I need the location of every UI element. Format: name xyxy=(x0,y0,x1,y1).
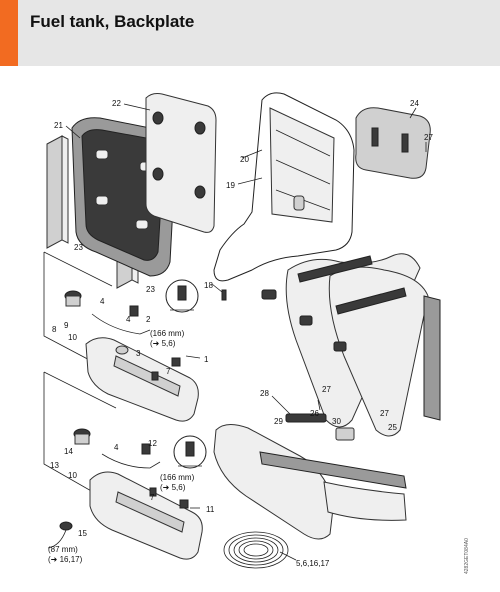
callout-15: 15 xyxy=(78,529,87,538)
upper-detail-circle xyxy=(165,279,199,313)
callout-20: 20 xyxy=(240,155,249,164)
callout-8: 8 xyxy=(52,325,57,334)
callout-3: 3 xyxy=(136,349,141,358)
callout-2: 2 xyxy=(146,315,151,324)
callout-19: 19 xyxy=(226,181,235,190)
callout-5-6-16-17: 5,6,16,17 xyxy=(296,559,330,568)
callout-29: 29 xyxy=(274,417,283,426)
lower-hose xyxy=(101,443,189,509)
hose-b-length: (166 mm) xyxy=(160,473,195,482)
screw-18 xyxy=(221,289,227,301)
callout-26: 26 xyxy=(310,409,319,418)
callout-1: 1 xyxy=(204,355,209,364)
callout-4-mid: 4 xyxy=(126,315,131,324)
callout-labels: 22 21 23 23 20 19 24 27 18 4 9 8 10 4 2 … xyxy=(48,99,433,568)
callout-10-top: 10 xyxy=(68,333,77,342)
callout-14: 14 xyxy=(64,447,73,456)
hip-belt xyxy=(213,413,407,540)
backplate-cover xyxy=(145,93,217,233)
callout-27-top: 27 xyxy=(424,133,433,142)
callout-13: 13 xyxy=(50,461,59,470)
callout-22: 22 xyxy=(112,99,121,108)
hose-a-ref: (➜ 5,6) xyxy=(150,339,176,348)
header-band xyxy=(0,0,500,66)
upper-cap xyxy=(64,290,82,307)
callout-4-top: 4 xyxy=(100,297,105,306)
upper-fuel-tank xyxy=(85,337,199,422)
hose-b-ref: (➜ 5,6) xyxy=(160,483,186,492)
callout-30: 30 xyxy=(332,417,341,426)
callout-24: 24 xyxy=(410,99,419,108)
leader-lines xyxy=(65,103,427,561)
header-accent-bar xyxy=(0,0,18,66)
lower-fuel-tank xyxy=(89,471,203,560)
hose-c-length: (87 mm) xyxy=(48,545,78,554)
hose-coil xyxy=(223,531,289,569)
hose-a-length: (166 mm) xyxy=(150,329,185,338)
padding-block-left xyxy=(46,135,69,249)
callout-27-bottom: 27 xyxy=(380,409,389,418)
shoulder-harness xyxy=(261,253,441,437)
callout-27-mid: 27 xyxy=(322,385,331,394)
document-id: 4282GET084A0 xyxy=(464,538,470,574)
exploded-parts-diagram: 22 21 23 23 20 19 24 27 18 4 9 8 10 4 2 … xyxy=(43,92,470,574)
page-title: Fuel tank, Backplate xyxy=(30,12,195,31)
back-frame xyxy=(213,92,355,282)
callout-25: 25 xyxy=(388,423,397,432)
callout-23-right: 23 xyxy=(146,285,155,294)
callout-28: 28 xyxy=(260,389,269,398)
callout-23-left: 23 xyxy=(74,243,83,252)
upper-hose xyxy=(91,305,181,381)
callout-7-bottom: 7 xyxy=(150,493,155,502)
callout-10-bottom: 10 xyxy=(68,471,77,480)
callout-21: 21 xyxy=(54,121,63,130)
filter-15 xyxy=(47,521,73,549)
lower-cap xyxy=(73,428,91,445)
lower-detail-circle xyxy=(173,435,207,469)
backrest-pad xyxy=(355,107,431,179)
hose-c-ref: (➜ 16,17) xyxy=(48,555,83,564)
callout-7-top: 7 xyxy=(166,367,171,376)
callout-4-lower: 4 xyxy=(114,443,119,452)
callout-12: 12 xyxy=(148,439,157,448)
callout-18: 18 xyxy=(204,281,213,290)
callout-11: 11 xyxy=(206,505,215,514)
callout-9: 9 xyxy=(64,321,69,330)
